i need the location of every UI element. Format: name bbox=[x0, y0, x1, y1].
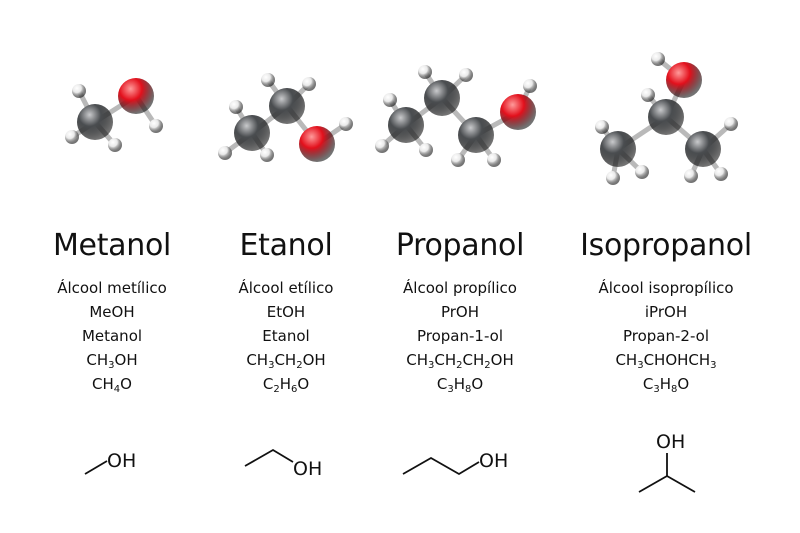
column-isopropanol: Isopropanol Álcool isopropílico iPrOH Pr… bbox=[566, 0, 766, 533]
hydrogen-atom bbox=[383, 93, 397, 107]
hydroxyl-label: OH bbox=[293, 458, 322, 480]
hydrogen-atom bbox=[375, 139, 389, 153]
hydrogen-atom bbox=[418, 65, 432, 79]
hydroxyl-label: OH bbox=[107, 450, 136, 472]
molecular-formula: C3H8O bbox=[642, 375, 690, 395]
oxygen-atom bbox=[500, 94, 536, 130]
skeletal-formula-metanol: OH bbox=[84, 450, 136, 475]
column-etanol: Etanol Álcool etílico EtOH Etanol CH3CH2… bbox=[186, 0, 386, 533]
hydrogen-atom bbox=[714, 167, 728, 181]
common-name: Álcool propílico bbox=[403, 279, 517, 297]
abbreviation: iPrOH bbox=[644, 303, 688, 321]
alcohol-info: Álcool metílico MeOH Metanol CH3OH CH4O bbox=[12, 276, 212, 396]
carbon-atom bbox=[388, 107, 424, 143]
hydrogen-atom bbox=[487, 153, 501, 167]
hydrogen-atom bbox=[218, 146, 232, 160]
iupac-name: Propan-2-ol bbox=[622, 327, 709, 345]
hydrogen-atom bbox=[451, 153, 465, 167]
skeletal-bond bbox=[638, 474, 696, 493]
alcohol-info: Álcool etílico EtOH Etanol CH3CH2OH C2H6… bbox=[186, 276, 386, 396]
alcohol-name: Isopropanol bbox=[580, 228, 752, 263]
condensed-formula: CH3CH2CH2OH bbox=[406, 351, 514, 371]
hydrogen-atom bbox=[229, 100, 243, 114]
carbon-atom bbox=[269, 88, 305, 124]
condensed-formula: CH3OH bbox=[86, 351, 138, 371]
molecular-formula: CH4O bbox=[92, 375, 132, 395]
hydrogen-atom bbox=[606, 171, 620, 185]
iupac-name: Metanol bbox=[81, 327, 143, 345]
carbon-atom bbox=[600, 131, 636, 167]
carbon-atom bbox=[77, 104, 113, 140]
alcohol-name: Metanol bbox=[52, 228, 172, 263]
hydrogen-atom bbox=[635, 165, 649, 179]
carbon-atom bbox=[424, 80, 460, 116]
common-name: Álcool etílico bbox=[238, 279, 334, 297]
oxygen-atom bbox=[299, 126, 335, 162]
hydrogen-atom bbox=[595, 120, 609, 134]
hydrogen-atom bbox=[724, 117, 738, 131]
carbon-atom bbox=[234, 115, 270, 151]
skeletal-formula-isopropanol: OH bbox=[638, 431, 696, 493]
alcohol-info: Álcool propílico PrOH Propan-1-ol CH3CH2… bbox=[360, 276, 560, 396]
hydrogen-atom bbox=[523, 79, 537, 93]
carbon-atom bbox=[685, 131, 721, 167]
column-metanol: Metanol Álcool metílico MeOH Metanol CH3… bbox=[12, 0, 212, 533]
column-propanol: Propanol Álcool propílico PrOH Propan-1-… bbox=[360, 0, 560, 533]
skeletal-bond bbox=[84, 460, 108, 475]
alcohol-name: Propanol bbox=[395, 228, 525, 263]
hydrogen-atom bbox=[641, 88, 655, 102]
abbreviation: EtOH bbox=[266, 303, 306, 321]
common-name: Álcool metílico bbox=[57, 279, 167, 297]
skeletal-bond bbox=[402, 456, 480, 476]
ball-stick-model-propanol bbox=[375, 65, 537, 167]
ball-stick-model-etanol bbox=[218, 73, 353, 162]
hydrogen-atom bbox=[72, 84, 86, 98]
oxygen-atom bbox=[666, 62, 702, 98]
abbreviation: MeOH bbox=[89, 303, 135, 321]
iupac-name: Etanol bbox=[262, 327, 310, 345]
common-name: Álcool isopropílico bbox=[598, 279, 734, 297]
skeletal-formula-etanol: OH bbox=[244, 448, 322, 480]
carbon-atom bbox=[648, 99, 684, 135]
hydrogen-atom bbox=[302, 77, 316, 91]
skeletal-bond bbox=[244, 448, 294, 467]
hydrogen-atom bbox=[149, 119, 163, 133]
hydroxyl-label: OH bbox=[656, 431, 685, 453]
carbon-atom bbox=[458, 117, 494, 153]
hydroxyl-label: OH bbox=[479, 450, 508, 472]
molecular-formula: C2H6O bbox=[262, 375, 310, 395]
hydrogen-atom bbox=[459, 68, 473, 82]
alcohol-info: Álcool isopropílico iPrOH Propan-2-ol CH… bbox=[566, 276, 766, 396]
ball-stick-model-isopropanol bbox=[595, 52, 738, 185]
molecular-formula: C3H8O bbox=[436, 375, 484, 395]
hydrogen-atom bbox=[339, 117, 353, 131]
hydrogen-atom bbox=[108, 138, 122, 152]
hydrogen-atom bbox=[260, 148, 274, 162]
oxygen-atom bbox=[118, 78, 154, 114]
condensed-formula: CH3CH2OH bbox=[246, 351, 326, 371]
hydrogen-atom bbox=[65, 130, 79, 144]
alcohol-name: Etanol bbox=[239, 228, 333, 263]
abbreviation: PrOH bbox=[440, 303, 480, 321]
iupac-name: Propan-1-ol bbox=[416, 327, 503, 345]
hydrogen-atom bbox=[651, 52, 665, 66]
ball-stick-model-metanol bbox=[65, 78, 163, 152]
skeletal-formula-propanol: OH bbox=[402, 450, 508, 476]
hydrogen-atom bbox=[684, 169, 698, 183]
hydrogen-atom bbox=[419, 143, 433, 157]
condensed-formula: CH3CHOHCH3 bbox=[615, 351, 717, 371]
hydrogen-atom bbox=[261, 73, 275, 87]
